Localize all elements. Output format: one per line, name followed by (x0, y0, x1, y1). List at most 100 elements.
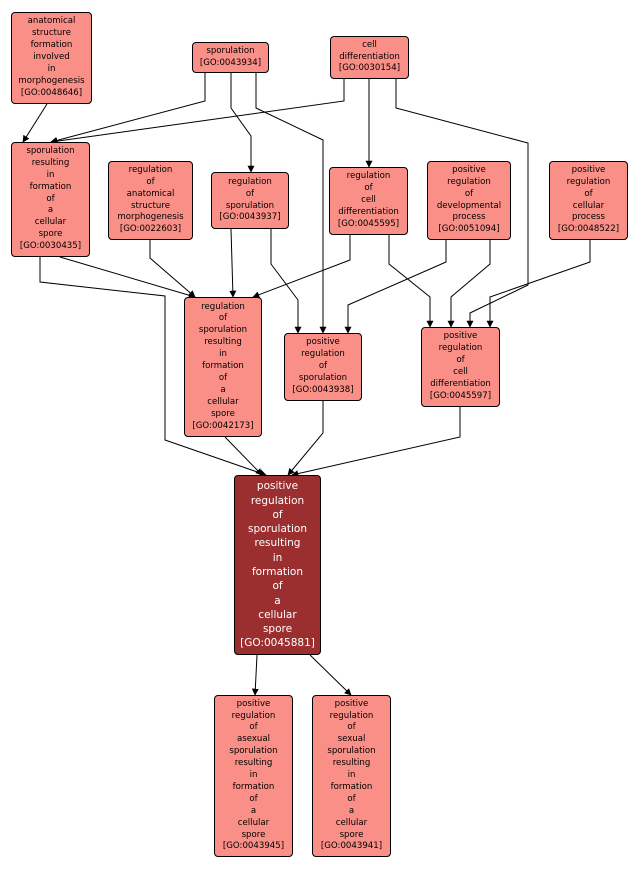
go-term-label-line: resulting (31, 157, 70, 168)
go-term-id: [GO:0030154] (338, 63, 401, 74)
go-term-label-line: in (47, 63, 56, 74)
go-term-label-line: in (46, 169, 55, 180)
go-term-label-line: regulation (301, 349, 345, 360)
go-term-label-line: morphogenesis (18, 75, 85, 86)
go-term-label-line: differentiation (338, 206, 399, 217)
edge-GO0022603-to-GO0042173 (149, 240, 196, 298)
go-term-id: [GO:0042173] (192, 420, 254, 431)
go-term-label-line: cellular (258, 608, 297, 621)
go-term-id: [GO:0045595] (337, 218, 400, 229)
go-term-label-line: sexual (337, 734, 366, 745)
go-term-label-line: differentiation (339, 51, 400, 62)
go-term-label-line: formation (232, 781, 275, 792)
go-term-label-line: of (318, 361, 328, 372)
go-term-label-line: morphogenesis (117, 212, 184, 223)
go-term-label-line: asexual (236, 734, 271, 745)
go-term-label-line: of (347, 722, 356, 733)
edge-GO0051094-to-GO0043938 (344, 240, 447, 334)
go-term-id: [GO:0048522] (557, 224, 620, 235)
go-term-label-line: a (47, 205, 54, 216)
go-term-label-line: regulation (228, 176, 272, 187)
go-term-id: [GO:0045881] (240, 637, 315, 650)
go-term-label-line: a (348, 805, 355, 816)
go-term-label-line: process (571, 212, 606, 223)
edge-GO0043934-to-GO0043938 (255, 73, 327, 334)
edge-GO0030435-to-GO0042173 (59, 256, 196, 299)
go-term-id: [GO:0043934] (199, 57, 262, 68)
go-term-label-line: of (218, 313, 228, 324)
go-term-label-line: spore (241, 829, 266, 840)
go-term-label-line: positive (256, 480, 299, 493)
go-term-label-line: of (272, 580, 283, 593)
go-term-label-line: a (220, 384, 226, 395)
edge-GO0045881-to-GO0043941 (309, 654, 352, 696)
go-term-label-line: positive (443, 331, 478, 342)
go-term-label-line: a (250, 805, 257, 816)
go-term-label-line: cellular (572, 200, 605, 211)
go-term-id: [GO:0043941] (320, 841, 383, 852)
go-term-label-line: of (364, 183, 373, 194)
go-term-label-line: regulation (128, 164, 173, 175)
go-term-label-line: regulation (438, 343, 483, 354)
go-term-label-line: formation (330, 781, 373, 792)
go-term-label-line: positive (306, 337, 340, 348)
go-term-label-line: of (249, 722, 258, 733)
edge-GO0051094-to-GO0045597 (447, 240, 491, 328)
go-term-label-line: formation (29, 181, 72, 192)
go-term-id: [GO:0043938] (292, 384, 354, 395)
go-term-label-line: regulation (201, 301, 245, 312)
go-term-label-line: of (46, 193, 55, 204)
go-term-label-line: cell (362, 39, 377, 50)
edge-GO0048522-to-GO0045597 (486, 240, 591, 328)
go-term-node-go0043934[interactable]: sporulation[GO:0043934] (192, 42, 269, 73)
go-term-label-line: process (452, 212, 486, 223)
go-term-label-line: in (272, 551, 283, 564)
go-term-label-line: of (272, 508, 283, 521)
edge-GO0043937-to-GO0042173 (229, 228, 237, 298)
edge-GO0045597-to-GO0045881 (291, 407, 461, 478)
go-term-label-line: structure (131, 200, 170, 211)
go-term-label-line: resulting (254, 537, 301, 550)
go-term-label-line: resulting (332, 758, 371, 769)
edge-GO0045595-to-GO0042173 (252, 235, 351, 299)
go-term-id: [GO:0051094] (438, 224, 500, 235)
go-term-label-line: of (146, 176, 155, 187)
edge-GO0030154-to-GO0030435 (50, 79, 345, 145)
go-term-label-line: sporulation (298, 372, 348, 383)
go-term-label-line: sporulation (248, 523, 307, 536)
edge-GO0048646-to-GO0030435 (22, 103, 48, 143)
go-term-label-line: of (456, 355, 465, 366)
edge-GO0043938-to-GO0045881 (287, 401, 324, 476)
go-term-label-line: regulation (346, 171, 391, 182)
go-term-label-line: sporulation (327, 746, 376, 757)
go-term-id: [GO:0045597] (429, 390, 492, 401)
go-term-label-line: in (219, 349, 227, 360)
go-term-label-line: sporulation (229, 746, 278, 757)
go-term-label-line: structure (32, 28, 71, 39)
go-term-label-line: developmental (436, 200, 502, 211)
go-term-label-line: positive (334, 698, 369, 709)
go-term-label-line: regulation (250, 494, 305, 507)
go-term-label-line: formation (30, 40, 73, 51)
go-term-label-line: involved (33, 52, 70, 63)
go-term-id: [GO:0043937] (219, 212, 281, 223)
go-term-label-line: positive (236, 698, 271, 709)
go-term-label-line: of (464, 188, 474, 199)
go-term-label-line: of (584, 188, 593, 199)
go-term-label-line: anatomical (126, 188, 175, 199)
go-term-label-line: in (347, 770, 356, 781)
